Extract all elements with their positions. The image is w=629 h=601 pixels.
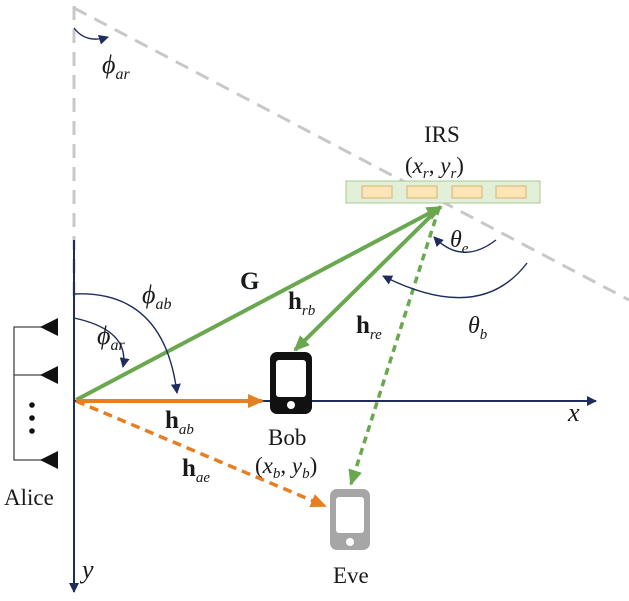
y-axis-label: y xyxy=(79,555,94,584)
angle-label-theta-e: θe xyxy=(450,227,469,257)
angle-arc-phi-ab xyxy=(73,293,181,394)
antenna-icon xyxy=(40,366,58,384)
angle-arc-theta-b xyxy=(382,262,528,299)
x-axis-label: x xyxy=(567,398,580,427)
phone-icon xyxy=(270,352,312,414)
antenna-icon xyxy=(40,318,58,336)
channel-label-g: G xyxy=(240,268,259,295)
channel-label-hre: hre xyxy=(356,312,382,343)
angle-arc-phi-ar xyxy=(73,317,130,368)
channel-label-hae: hae xyxy=(182,455,210,486)
channel-hrb-arrow xyxy=(293,206,441,352)
channel-hre-arrow xyxy=(348,207,441,486)
bob-coordinates: (xb, yb) xyxy=(255,453,317,482)
channel-hae-arrow xyxy=(75,399,327,508)
angle-label-phi-ar: ϕar xyxy=(97,321,125,354)
channel-label-hab: hab xyxy=(165,407,194,438)
alice-antenna-array xyxy=(13,318,58,469)
bob-label: Bob xyxy=(268,425,306,450)
angle-label-phi-ar-top: ϕar xyxy=(102,50,130,83)
angle-arc-theta-e xyxy=(433,236,497,253)
irs-label: IRS xyxy=(424,122,460,147)
channel-label-hrb: hrb xyxy=(288,288,316,319)
phone-icon xyxy=(330,489,370,550)
angle-label-theta-b: θb xyxy=(468,313,488,343)
irs-coordinates: (xr, yr) xyxy=(405,153,464,182)
angle-arc-phi-ar-top xyxy=(73,27,109,45)
alice-label: Alice xyxy=(4,485,54,510)
reference-dashed-diagonal xyxy=(73,6,629,302)
antenna-icon xyxy=(40,451,58,469)
irs-panel xyxy=(345,180,541,204)
eve-label: Eve xyxy=(333,563,369,588)
angle-label-phi-ab: ϕab xyxy=(142,280,171,313)
channel-g-arrow xyxy=(75,205,443,402)
